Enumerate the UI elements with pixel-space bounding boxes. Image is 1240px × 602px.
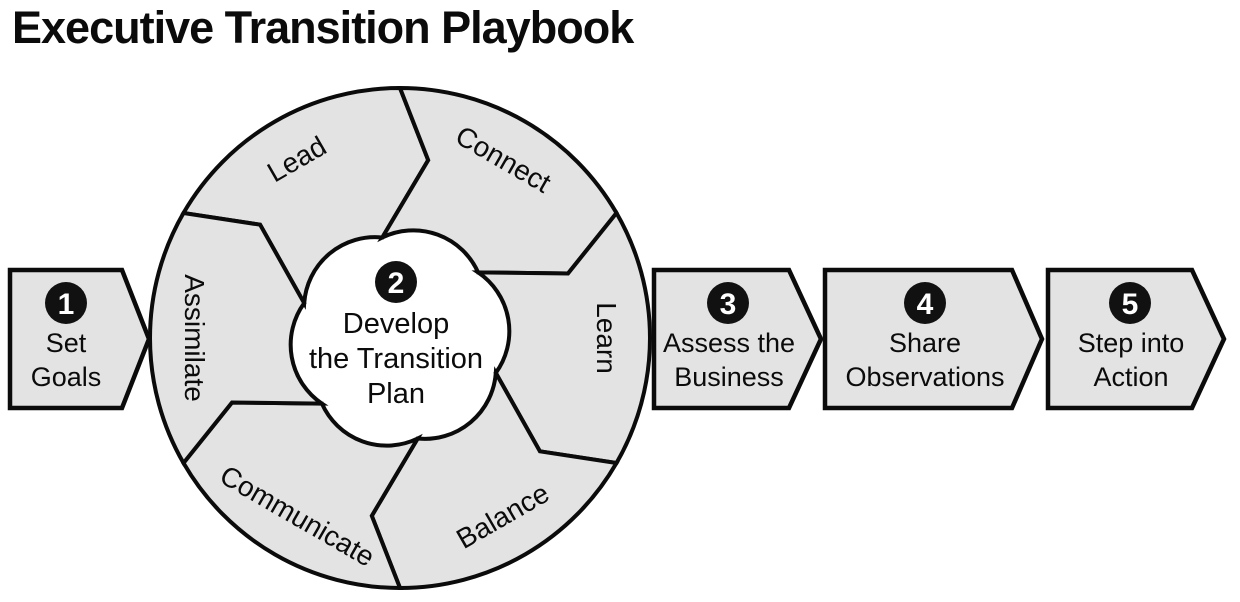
step-1-number-badge [45,282,87,324]
step-5-label-line2: Action [1093,362,1168,392]
step-4-share-observations: 4 Share Observations [822,267,1045,411]
step-4-chevron-shape [822,267,1045,411]
step-4-label-line1: Share [889,328,961,358]
step-5-chevron-shape [1045,267,1227,411]
cycle-segment-connect [377,85,619,276]
step-2-label-line2: the Transition [309,343,483,375]
step-1-number: 1 [58,288,75,321]
cycle-segment-label-learn: Learn [591,302,622,374]
cycle-segment-label-assimilate: Assimilate [179,274,210,402]
step-3-chevron-shape [651,267,824,411]
step-5-number-badge [1109,282,1151,324]
step-2-label-line3: Plan [367,378,425,410]
step-2-develop-transition-plan: 2 Develop the Transition Plan [309,261,483,410]
step-3-label-line1: Assess the [663,328,795,358]
step-1-label-line2: Goals [31,362,102,392]
step-3-number-badge [707,282,749,324]
step-5-number: 5 [1122,288,1139,321]
step-4-number: 4 [917,288,934,321]
step-4-number-badge [904,282,946,324]
step-4-label-line2: Observations [845,362,1004,392]
step-2-number: 2 [388,267,405,300]
step-1-set-goals: 1 Set Goals [7,267,152,411]
cycle-segment-communicate [181,400,423,591]
step-1-chevron-shape [7,267,152,411]
step-2-label-line1: Develop [343,308,449,340]
step-2-number-badge [375,261,417,303]
step-3-assess-the-business: 3 Assess the Business [651,267,824,411]
page-title: Executive Transition Playbook [12,2,635,53]
step-3-number: 3 [720,288,737,321]
cycle-segment-assimilate [148,210,329,467]
step-3-label-line2: Business [674,362,784,392]
step-5-label-line1: Step into [1078,328,1185,358]
step-1-label-line1: Set [46,328,87,358]
step-5-step-into-action: 5 Step into Action [1045,267,1227,411]
